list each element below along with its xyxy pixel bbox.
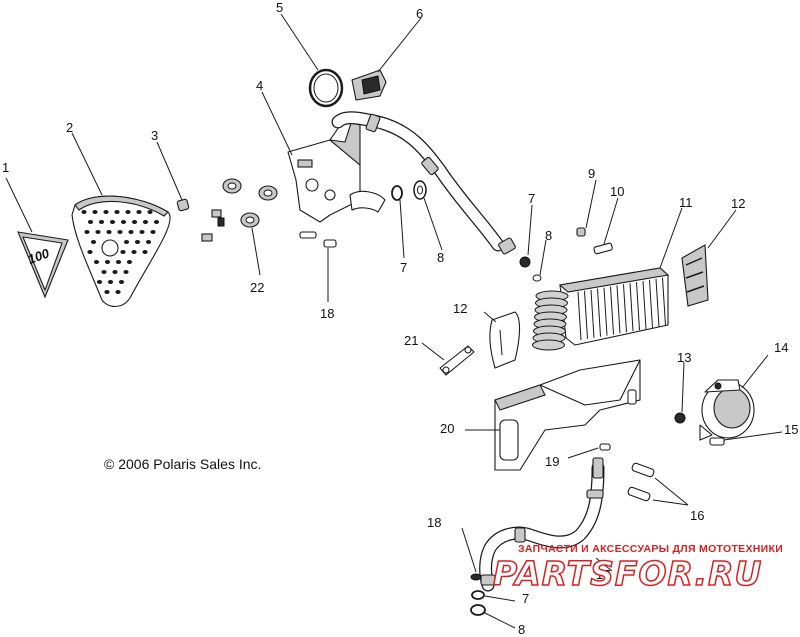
callout-8-upper: 8: [545, 228, 552, 243]
callout-14: 14: [774, 340, 788, 355]
clamp-part: [308, 68, 344, 108]
callout-3: 3: [151, 128, 158, 143]
callout-8-center: 8: [437, 250, 444, 265]
callout-17: 17: [596, 567, 610, 582]
badge-logo-text: 100: [26, 245, 52, 267]
callout-20: 20: [440, 421, 454, 436]
mount-bracket-part: [494, 359, 641, 471]
grille-part: [71, 195, 171, 308]
callout-21: 21: [404, 333, 418, 348]
callout-18-upper: 18: [320, 306, 334, 321]
callout-13: 13: [677, 350, 691, 365]
callout-1: 1: [2, 160, 9, 175]
watermark: ЗАПЧАСТИ И АКСЕССУАРЫ ДЛЯ МОТОТЕХНИКИ PA…: [492, 543, 783, 594]
callout-18-lower: 18: [427, 515, 441, 530]
link-part: [439, 345, 475, 376]
washer-group-lower: [470, 573, 486, 616]
callout-10: 10: [610, 184, 624, 199]
callout-11: 11: [679, 195, 693, 210]
callout-5: 5: [276, 0, 283, 15]
fan-motor-part: [699, 379, 755, 441]
clip-part: [351, 69, 387, 101]
callout-7-center: 7: [400, 260, 407, 275]
callout-19: 19: [545, 454, 559, 469]
copyright-text: © 2006 Polaris Sales Inc.: [104, 456, 261, 472]
callout-15: 15: [784, 422, 798, 437]
upper-hose: [331, 111, 516, 255]
nut-part: [599, 412, 686, 451]
screw-15: [709, 437, 725, 446]
watermark-tagline: ЗАПЧАСТИ И АКСЕССУАРЫ ДЛЯ МОТОТЕХНИКИ: [518, 543, 783, 555]
callout-2: 2: [66, 120, 73, 135]
callout-9: 9: [588, 166, 595, 181]
callout-22: 22: [250, 280, 264, 295]
callout-7-upper: 7: [528, 191, 535, 206]
rubber-mount-lower: [489, 311, 521, 369]
washer-group-upper: [391, 180, 542, 282]
leader-lines: [5, 13, 783, 629]
oil-cooler-part: [532, 267, 670, 351]
callout-4: 4: [256, 78, 263, 93]
callout-8-lower: 8: [518, 622, 525, 637]
callout-6: 6: [416, 6, 423, 21]
bolt-part: [627, 462, 655, 502]
screw-group: [576, 227, 613, 255]
callout-7-lower: 7: [522, 591, 529, 606]
callout-12-upper: 12: [731, 196, 745, 211]
bracket-part: [222, 117, 361, 248]
callout-12-lower: 12: [453, 301, 467, 316]
watermark-logo: PARTSFOR.RU: [493, 554, 762, 593]
lower-hose: [479, 457, 605, 592]
callout-16: 16: [690, 508, 704, 523]
fastener-part: [176, 198, 225, 242]
badge-part: 100: [17, 231, 69, 299]
rubber-mount-upper: [681, 244, 709, 307]
